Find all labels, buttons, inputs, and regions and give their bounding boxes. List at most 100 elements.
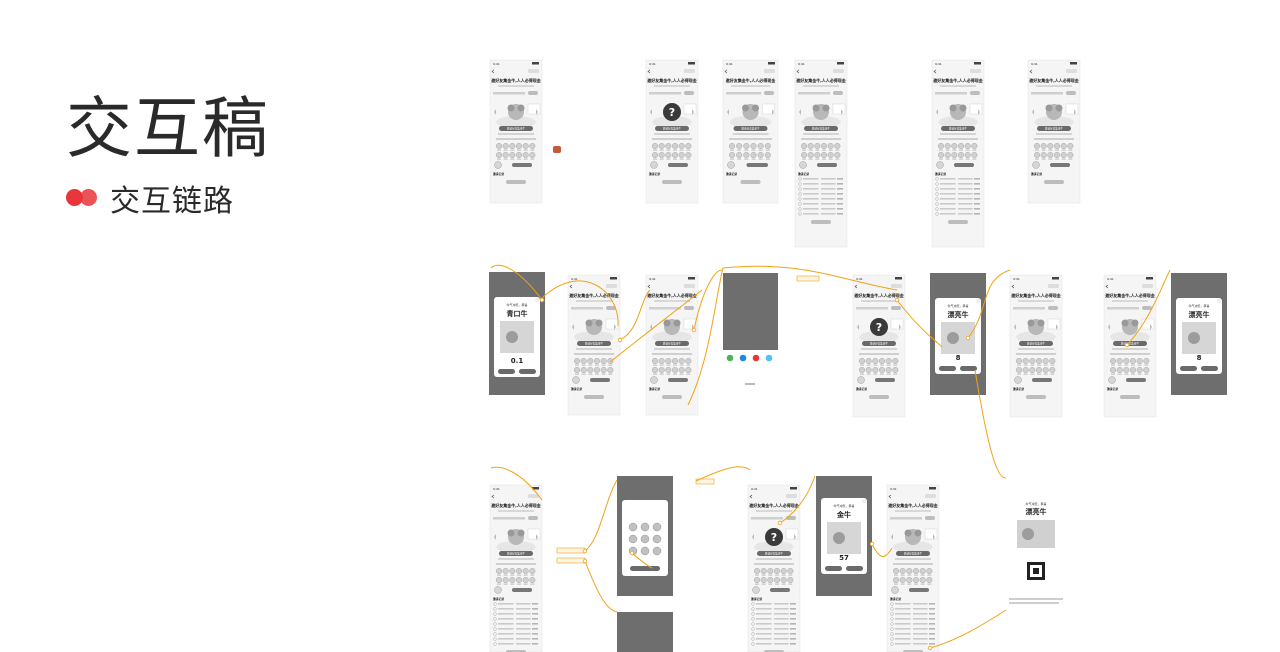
cow-slot-icon	[685, 151, 692, 158]
tip-bubble	[969, 103, 983, 115]
nav-pill	[528, 69, 539, 73]
cow-ear	[1121, 319, 1129, 327]
more-button	[869, 395, 889, 399]
poster-image	[1017, 520, 1055, 548]
record-time	[821, 178, 836, 180]
hero-platform	[1110, 331, 1150, 343]
cow-slot-icon	[938, 151, 945, 158]
cow-slot-icon	[1042, 367, 1049, 374]
cow-slot-icon	[1123, 358, 1130, 365]
battery-icon	[895, 277, 902, 280]
progress-text	[1013, 307, 1045, 310]
cow-slot-label	[673, 364, 677, 366]
poster-frame	[1006, 477, 1066, 617]
mask-background	[617, 476, 673, 596]
battery-icon	[768, 62, 775, 65]
close-icon	[862, 499, 866, 503]
cow-slot-icon	[509, 577, 516, 584]
qr-center	[1033, 568, 1039, 574]
cow-slot-label	[503, 149, 508, 151]
nav-pill	[786, 494, 797, 498]
card-title: 漂亮牛	[1188, 310, 1210, 319]
card-button-right	[1201, 366, 1218, 371]
cow-slot-icon	[906, 577, 913, 584]
cow-slot-icon	[865, 358, 872, 365]
share-button	[804, 126, 838, 131]
cow-slot-icon	[938, 142, 945, 149]
cow-slot-label	[673, 373, 677, 375]
share-button	[896, 551, 930, 556]
cow-slot-icon	[821, 151, 828, 158]
mask-background	[816, 476, 872, 596]
cow-slot-label	[1068, 149, 1073, 151]
page-title: 交互稿	[66, 90, 270, 167]
arrow-left-icon	[572, 324, 574, 330]
cow-card-icon	[833, 532, 845, 544]
cow-slot-icon	[658, 367, 665, 374]
cow-ear	[595, 319, 603, 327]
mask-background	[723, 273, 778, 397]
collected-text	[652, 138, 692, 140]
record-status	[974, 193, 980, 195]
cow-hero-icon	[1122, 319, 1138, 335]
cow-slot-icon	[774, 577, 781, 584]
cow-slot-icon	[1029, 358, 1036, 365]
tip-bubble	[527, 103, 541, 115]
cow-slot-label	[755, 583, 759, 585]
banner-title: 邀好友集金牛,人人必得现金	[491, 502, 542, 508]
cow-slot-icon	[516, 577, 523, 584]
cow-slot-icon	[522, 151, 529, 158]
rule-pill	[528, 516, 538, 520]
cow-slot-label	[503, 158, 508, 160]
record-name	[498, 638, 514, 640]
result-card	[935, 298, 981, 374]
nav-pill	[1066, 69, 1077, 73]
banner-sub	[756, 510, 792, 512]
cow-slot-label	[1124, 373, 1129, 375]
cow-slot-icon	[1022, 367, 1029, 374]
cow-slot-icon	[750, 142, 757, 149]
cow-slot-icon	[502, 568, 509, 575]
status-time: 9:41	[649, 62, 656, 66]
record-status	[790, 643, 796, 645]
cow-draw-icon	[628, 534, 638, 544]
record-name	[940, 203, 956, 205]
record-name	[498, 603, 514, 605]
avatar	[572, 376, 580, 384]
cow-slot-label	[893, 364, 898, 366]
cow-slot-label	[686, 364, 691, 366]
cow-draw-icon	[640, 546, 650, 556]
more-button	[584, 395, 604, 399]
flow-node	[539, 297, 545, 303]
status-time: 9:41	[890, 487, 897, 491]
record-time	[821, 188, 836, 190]
record-time	[516, 628, 531, 630]
progress-text	[751, 517, 783, 520]
cow-slot-label	[686, 373, 691, 375]
invite-pill	[770, 588, 790, 592]
cow-ear	[517, 104, 525, 112]
flow-arrow	[619, 289, 651, 341]
arrow-right-icon	[933, 534, 935, 540]
cow-slot-icon	[872, 367, 879, 374]
cow-slot-label	[653, 158, 657, 160]
record-avatar	[890, 617, 894, 621]
cow-slot-label	[1041, 158, 1046, 160]
record-status	[974, 198, 980, 200]
banner-sub	[895, 510, 931, 512]
record-name	[756, 628, 772, 630]
cow-slot-label	[659, 364, 664, 366]
share-button-label: 邀请好友集金牛	[741, 127, 760, 131]
cow-slot-label	[510, 574, 515, 576]
cow-slot-label	[758, 158, 763, 160]
cow-ear	[812, 104, 820, 112]
records-title: 邀请记录	[493, 597, 504, 601]
share-button-label: 邀请好友集金牛	[1121, 342, 1140, 346]
battery-icon	[974, 62, 981, 65]
arrow-right-icon	[1056, 324, 1058, 330]
record-avatar	[890, 602, 894, 606]
record-status	[790, 603, 796, 605]
cow-ear	[673, 319, 681, 327]
